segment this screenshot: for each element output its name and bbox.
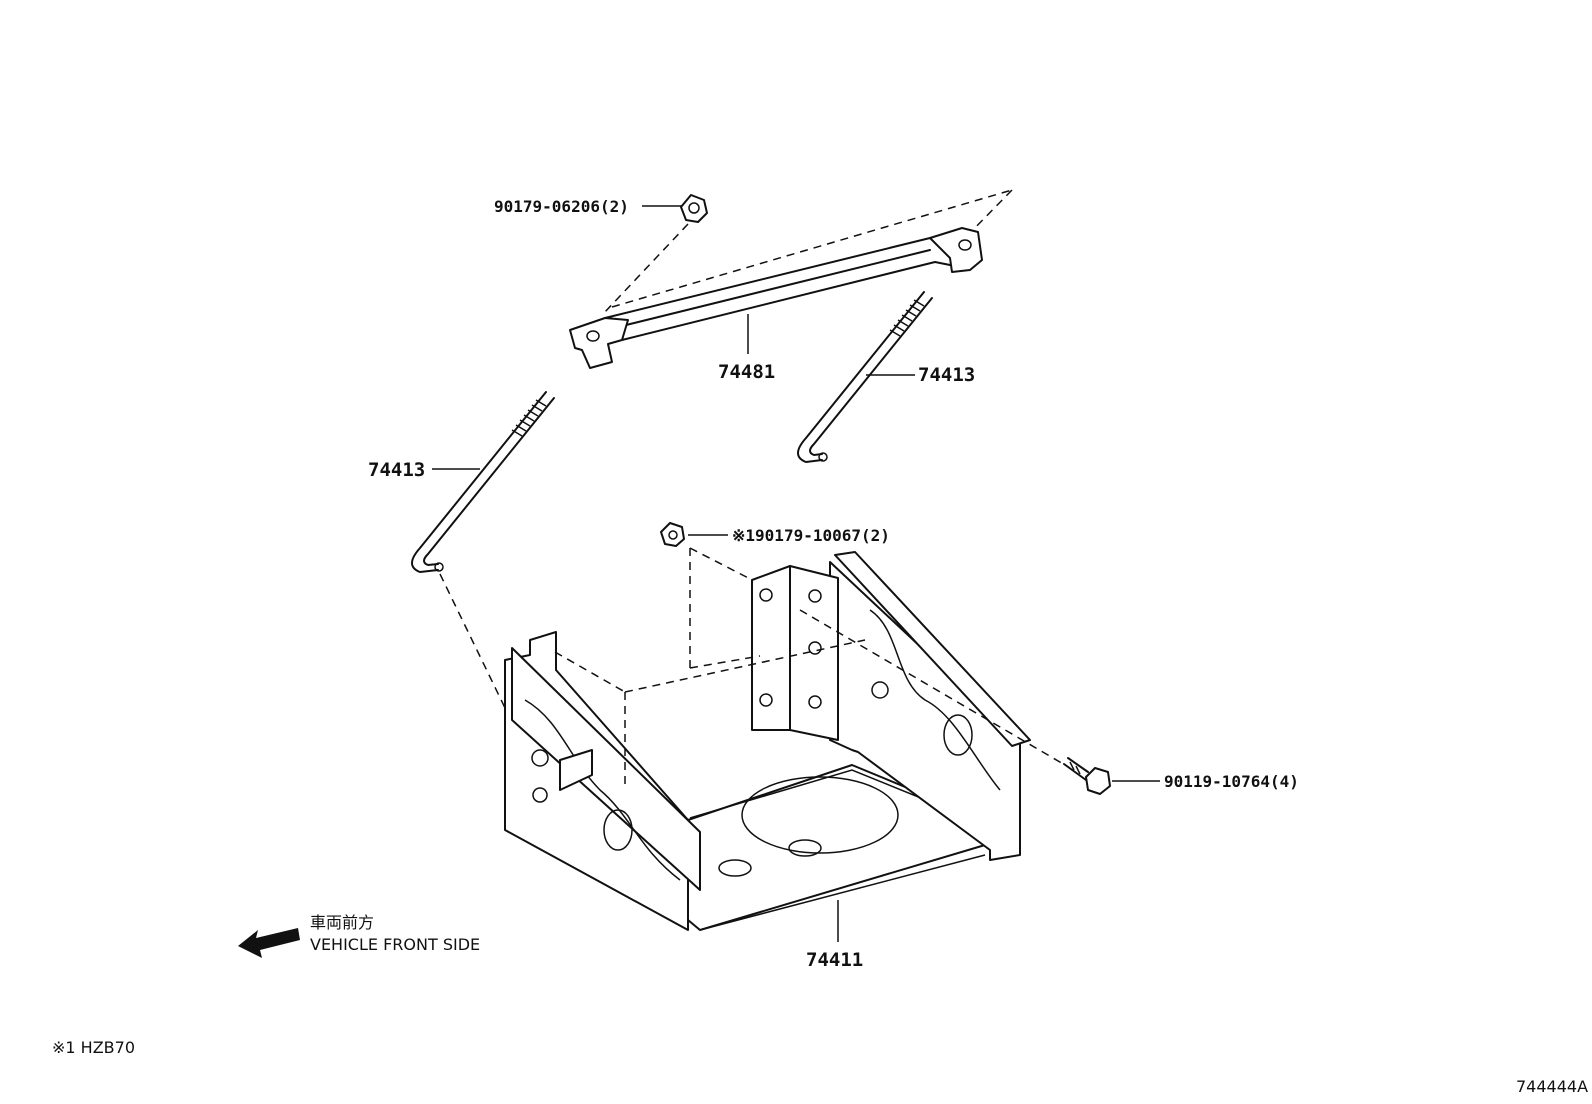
clamp-guide-2 [964, 189, 1013, 239]
right-rod-part [797, 291, 933, 463]
clamp-part [569, 227, 983, 369]
mid-nut-label: ※190179-10067(2) [732, 526, 890, 545]
mid-nut-guide [689, 547, 761, 585]
front-arrow-icon [238, 928, 300, 958]
clamp-label: 74481 [718, 361, 775, 383]
bolt-label: 90119-10764(4) [1164, 772, 1299, 791]
top-nut-label: 90179-06206(2) [494, 197, 629, 216]
tray-guide-4 [689, 655, 761, 669]
tray-label: 74411 [806, 949, 863, 971]
left-rod-label: 74413 [368, 459, 425, 481]
mid-nut-part [660, 522, 685, 547]
left-rod-guide [439, 573, 541, 781]
left-rod-part [411, 391, 555, 573]
bolt-guide [799, 609, 1066, 766]
direction-japanese: 車両前方 [310, 913, 374, 932]
tray-part [504, 551, 1031, 931]
top-nut-guide [603, 223, 689, 314]
top-nut-part [680, 194, 708, 223]
bolt-part [1063, 757, 1111, 795]
illustration-id: 744444A [1516, 1077, 1588, 1096]
footnote: ※1 HZB70 [52, 1038, 135, 1057]
direction-english: VEHICLE FRONT SIDE [310, 935, 480, 954]
right-rod-label: 74413 [918, 364, 975, 386]
